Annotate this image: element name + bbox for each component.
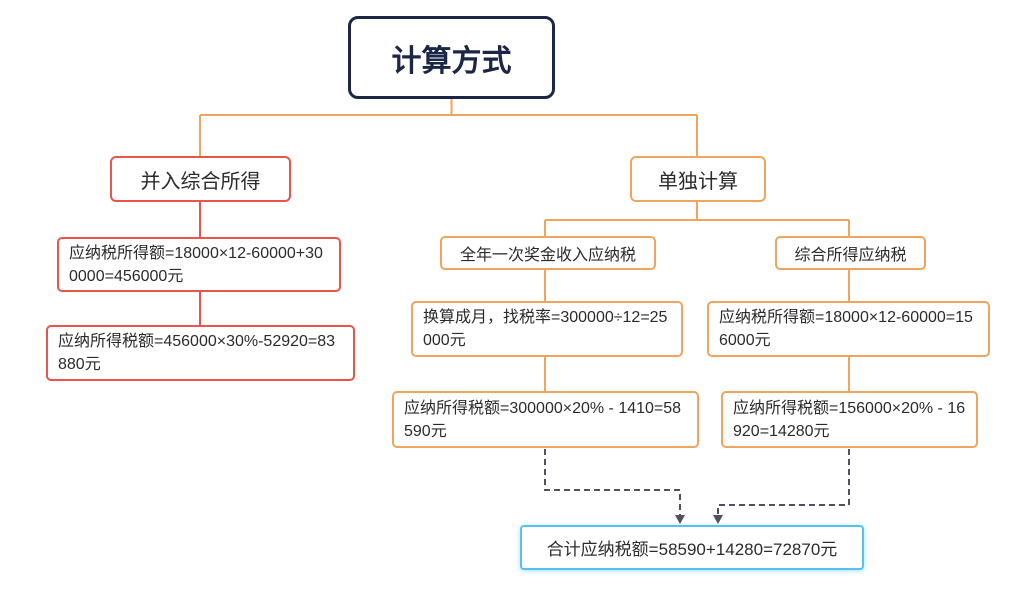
node-annual-bonus-income-tax[interactable]: 全年一次奖金收入应纳税 (440, 236, 656, 270)
arrowhead-right-icon (713, 515, 723, 524)
connector-right-branch (544, 202, 850, 392)
arrow-bonus-tax-to-summary (544, 449, 681, 516)
arrow-comprehensive-tax-to-summary (717, 449, 850, 516)
node-tax-amount-14280[interactable]: 应纳所得税额=156000×20% - 16920=14280元 (721, 391, 978, 448)
connector-root (199, 99, 698, 156)
node-taxable-income-156000[interactable]: 应纳税所得额=18000×12-60000=156000元 (707, 301, 990, 357)
node-tax-amount-58590[interactable]: 应纳所得税额=300000×20% - 1410=58590元 (392, 391, 699, 448)
arrowhead-left-icon (675, 515, 685, 524)
node-taxable-income-456000[interactable]: 应纳税所得额=18000×12-60000+300000=456000元 (57, 237, 341, 292)
branch-node-separate-calculation[interactable]: 单独计算 (630, 156, 766, 202)
node-tax-amount-83880[interactable]: 应纳所得税额=456000×30%-52920=83880元 (46, 325, 355, 381)
root-node-calculation-method[interactable]: 计算方式 (348, 16, 555, 99)
summary-node-total-tax-72870[interactable]: 合计应纳税额=58590+14280=72870元 (520, 525, 864, 570)
branch-node-merge-comprehensive-income[interactable]: 并入综合所得 (110, 156, 291, 202)
node-comprehensive-income-tax[interactable]: 综合所得应纳税 (775, 236, 926, 270)
node-monthly-conversion-25000[interactable]: 换算成月，找税率=300000÷12=25000元 (411, 301, 683, 357)
